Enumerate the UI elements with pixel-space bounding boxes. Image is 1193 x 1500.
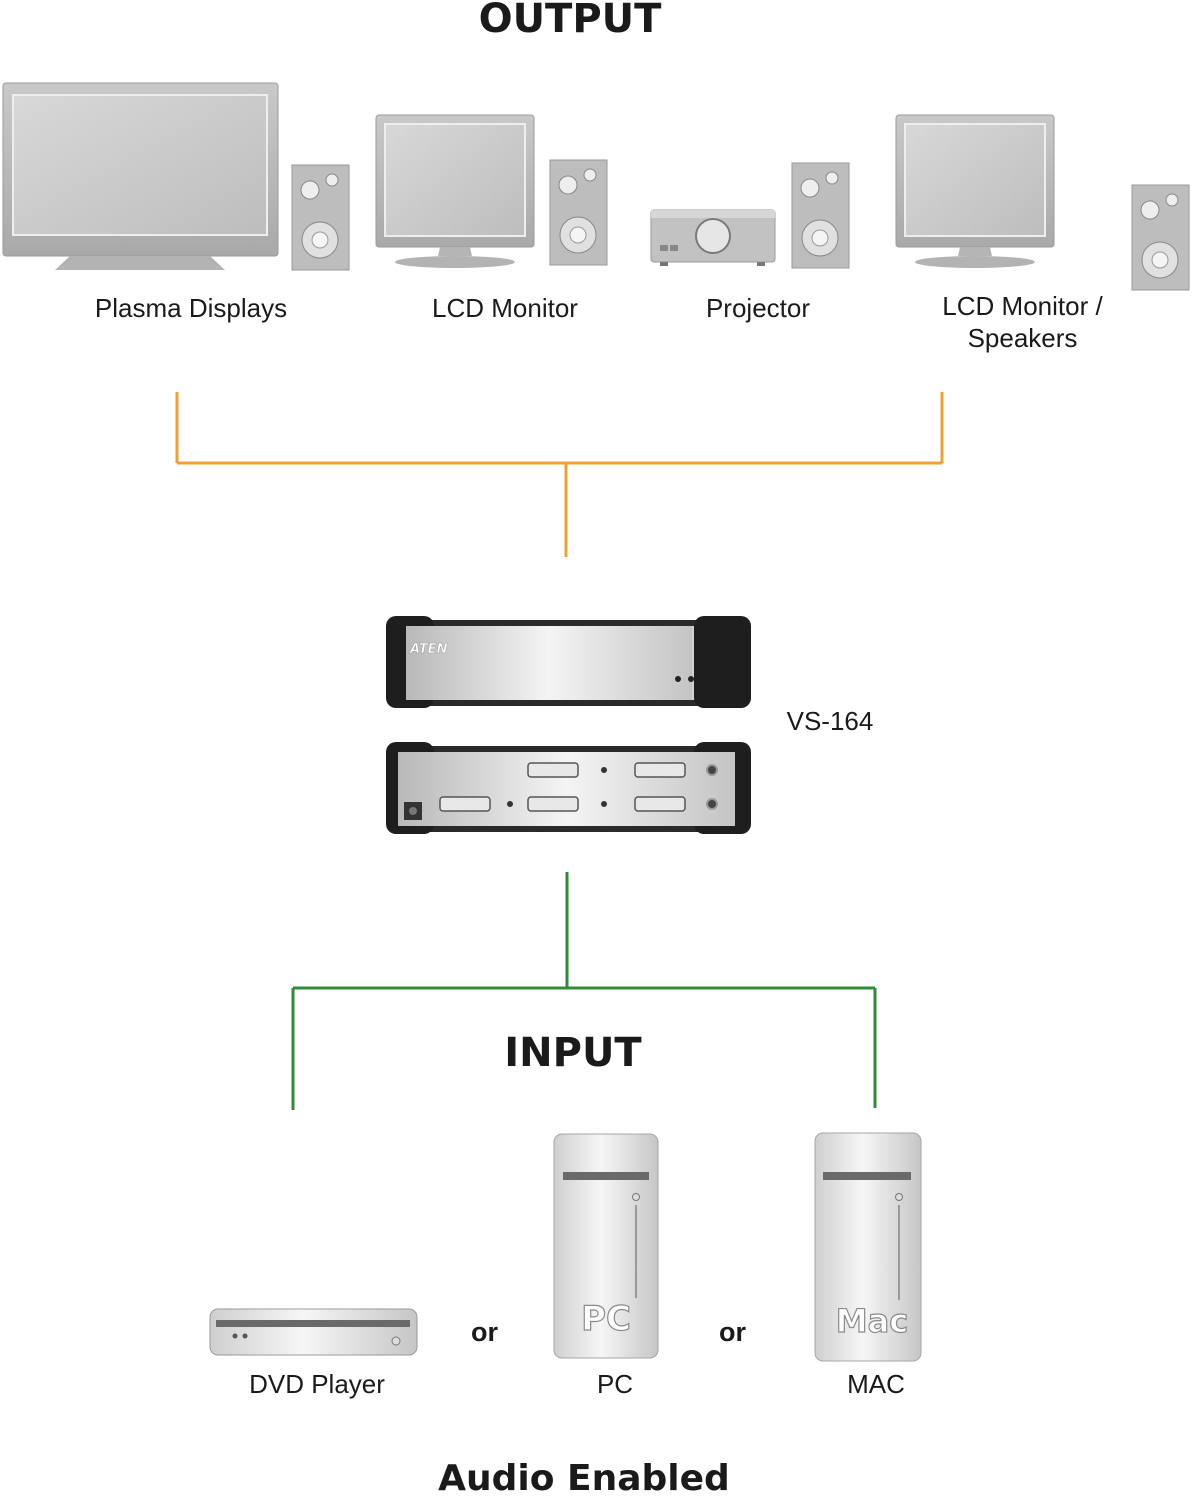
lcd-monitor-speakers-label: LCD Monitor / Speakers: [900, 290, 1145, 354]
pc-tower-icon: [553, 1133, 659, 1359]
output-heading: OUTPUT: [478, 0, 662, 42]
pc-label: PC: [596, 1369, 634, 1399]
or-connector: or: [719, 1317, 746, 1347]
lcd-monitor-icon: [895, 114, 1055, 268]
speaker-icon: [1131, 184, 1190, 291]
dvd-player-icon: [209, 1308, 418, 1356]
brand-logo: ATEN: [409, 642, 448, 657]
switch-rear-panel-icon: [386, 742, 751, 834]
plasma-display-icon: [2, 82, 279, 270]
projector-label: Projector: [705, 293, 811, 323]
speaker-icon: [549, 159, 608, 266]
projector-icon: [650, 209, 776, 266]
speaker-icon: [291, 164, 350, 271]
mac-badge-text: Mac: [836, 1302, 908, 1340]
dvd-player-label: DVD Player: [249, 1369, 385, 1399]
plasma-displays-label: Plasma Displays: [94, 293, 288, 323]
switch-model-label: VS-164: [786, 706, 874, 736]
mac-tower-icon: [814, 1132, 922, 1362]
lcd-monitor-icon: [375, 114, 535, 268]
lcd-monitor-speakers-label-line1: LCD Monitor /: [942, 291, 1103, 321]
pc-badge-text: PC: [581, 1299, 631, 1339]
speaker-icon: [791, 162, 850, 269]
audio-enabled-heading: Audio Enabled: [438, 1458, 730, 1499]
input-connector-lines: [291, 872, 877, 1110]
switch-front-panel-icon: [386, 616, 751, 708]
input-heading: INPUT: [504, 1030, 642, 1076]
output-connector-lines: [175, 392, 944, 557]
lcd-monitor-label: LCD Monitor: [432, 293, 578, 323]
lcd-monitor-speakers-label-line2: Speakers: [967, 323, 1078, 353]
or-connector: or: [471, 1317, 498, 1347]
mac-label: MAC: [847, 1369, 905, 1399]
